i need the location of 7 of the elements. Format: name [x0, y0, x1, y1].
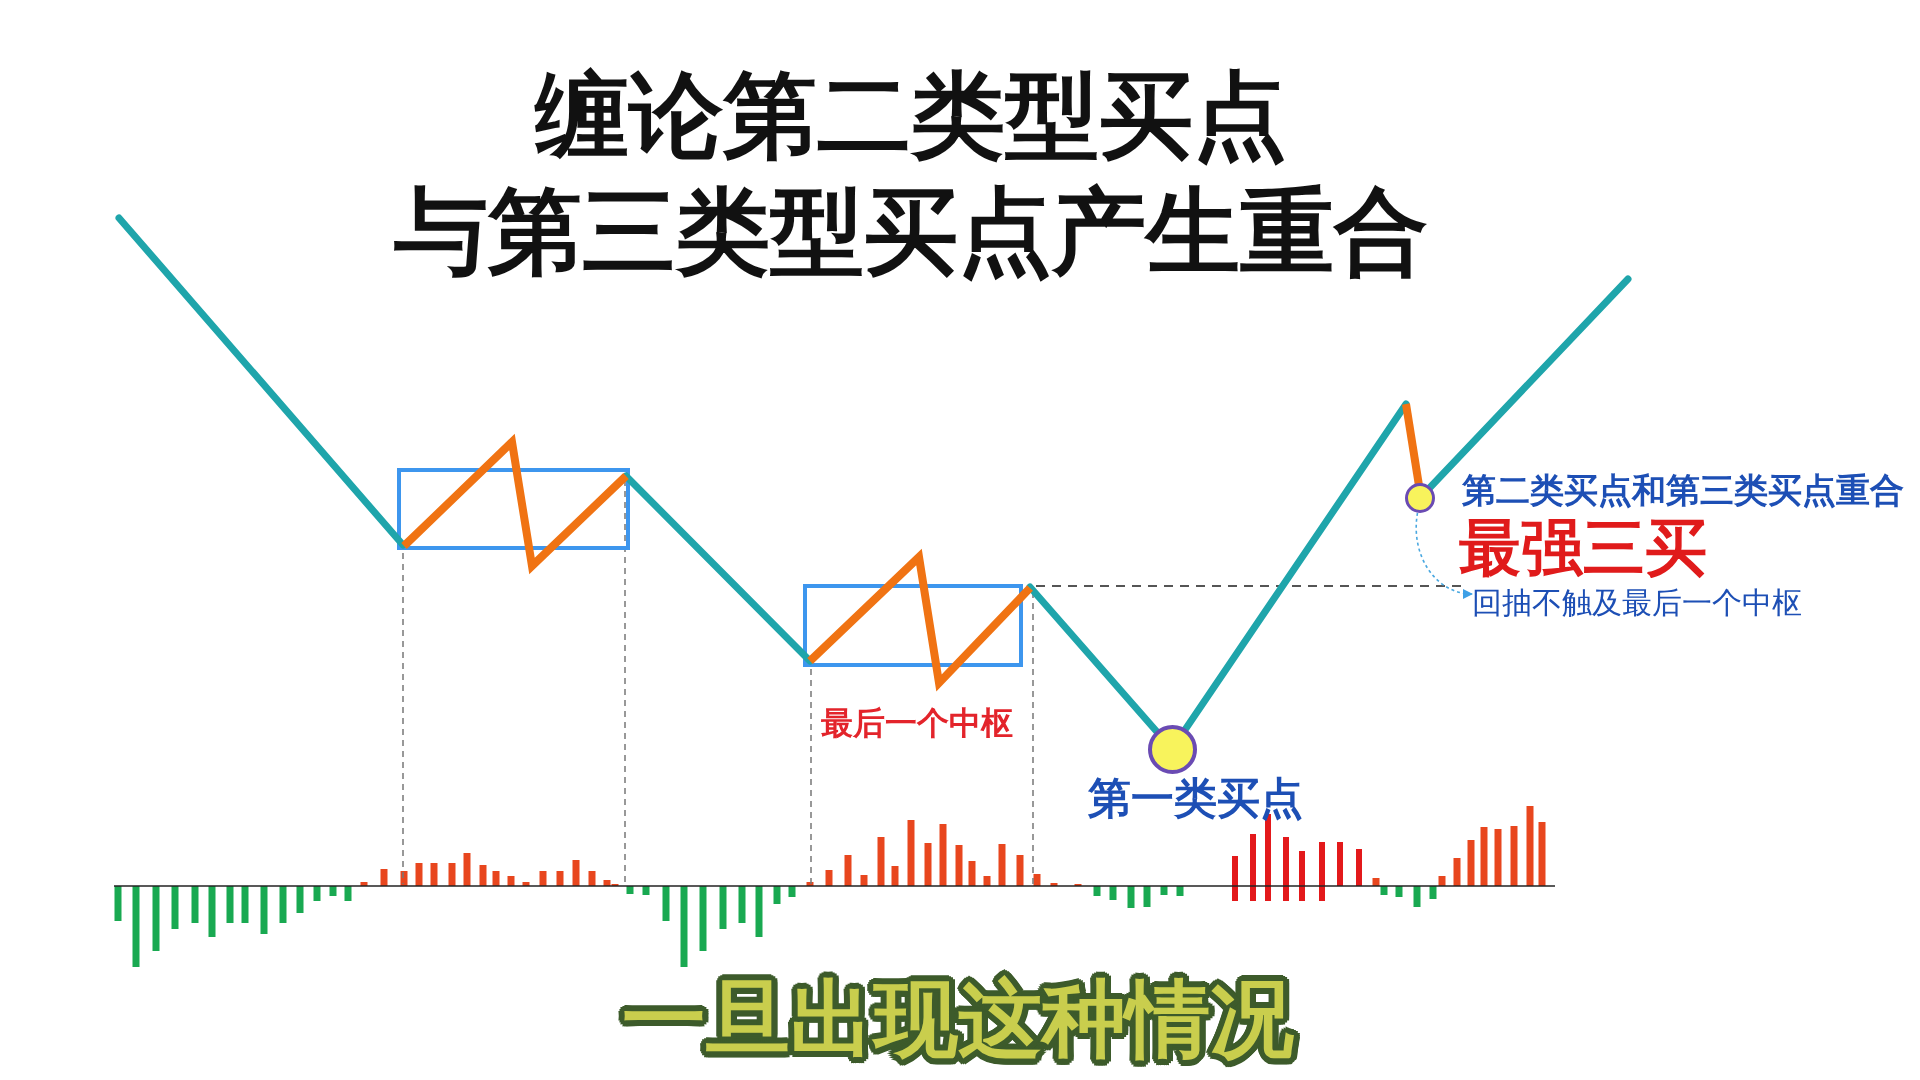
curved-arrow — [1415, 512, 1473, 599]
annotation-text: 回抽不触及最后一个中枢 — [1472, 585, 1802, 621]
buy-point-label: 第一类买点 — [1088, 773, 1303, 824]
title: 缠论第二类型买点与第三类型买点产生重合 — [394, 62, 1428, 286]
buy-point-label: 第二类买点和第三类买点重合 — [1462, 470, 1904, 511]
highlight-label: 最强三买 — [1459, 512, 1707, 584]
pivot-label: 最后一个中枢 — [821, 704, 1013, 743]
